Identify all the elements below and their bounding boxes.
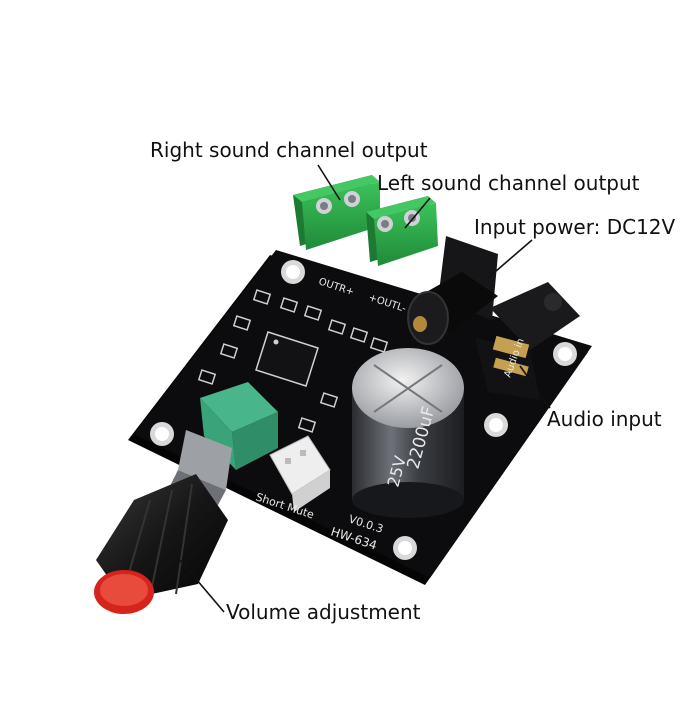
smd-components: [197, 289, 389, 433]
dc-power-jack: [407, 236, 498, 345]
leader-audio-input: [519, 365, 551, 409]
leader-left-output: [404, 197, 431, 229]
callout-volume: Volume adjustment: [226, 600, 421, 624]
leader-input-power: [487, 239, 533, 279]
jst-connector: [269, 435, 331, 512]
output-terminals: [293, 175, 438, 266]
audio-input-jack: [475, 282, 580, 400]
mounting-holes: [150, 260, 577, 560]
callout-lines: [179, 164, 551, 613]
leader-volume: [179, 559, 225, 613]
leader-right-output: [317, 164, 341, 201]
callout-input-power: Input power: DC12V: [474, 215, 676, 239]
callout-right-output: Right sound channel output: [150, 138, 428, 162]
amplifier-ic: [255, 331, 319, 387]
volume-knob: [94, 474, 228, 614]
callout-left-output: Left sound channel output: [377, 171, 640, 195]
electrolytic-capacitor: 2200uF 25V: [352, 348, 464, 518]
callout-audio-input: Audio input: [547, 407, 662, 431]
